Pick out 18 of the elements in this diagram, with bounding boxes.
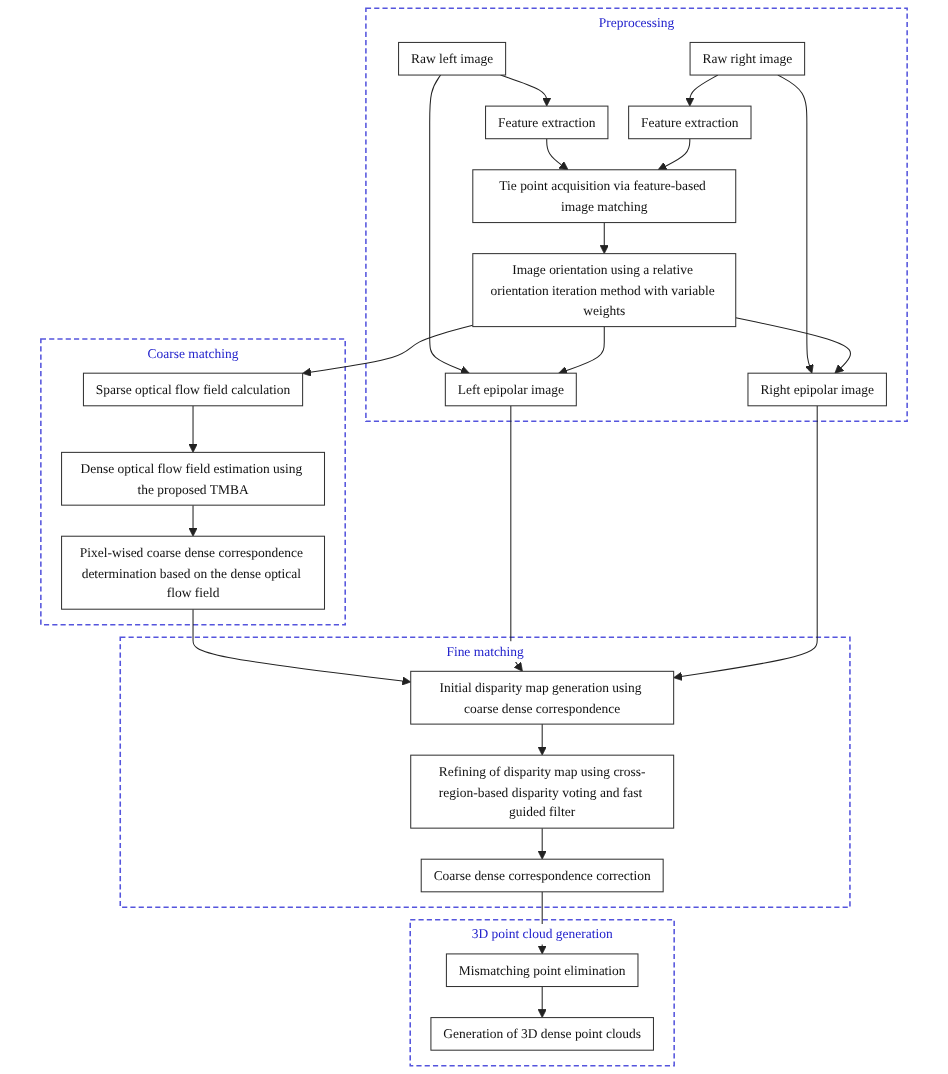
arrow [537,827,547,860]
arrow [500,74,552,107]
arrow [657,138,691,171]
arrow [685,74,719,107]
arrow [429,74,470,375]
arrow [537,986,547,1018]
arrow [302,324,474,377]
arrow [537,723,547,756]
arrow [558,326,605,375]
arrow [188,405,198,453]
arrow [546,138,569,171]
arrow [777,74,814,374]
arrow [188,504,198,537]
arrow [735,317,852,374]
arrow [599,222,609,255]
arrow [192,608,412,686]
arrow [673,405,818,681]
arrow [510,405,523,672]
